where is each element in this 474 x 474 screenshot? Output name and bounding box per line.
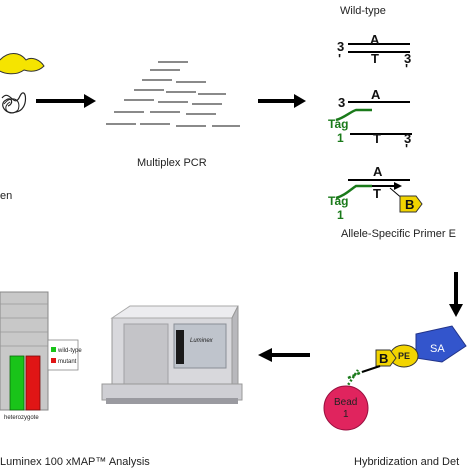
arrow-head-icon — [294, 94, 306, 108]
hybridization-label: Hybridization and Det — [354, 456, 459, 468]
arrow-head-icon — [258, 348, 272, 362]
svg-text:wild-type: wild-type — [57, 348, 82, 354]
svg-text:A: A — [373, 164, 383, 179]
svg-text:B: B — [405, 197, 414, 212]
bead-icon — [323, 385, 369, 431]
multiplex-pcr-label: Multiplex PCR — [137, 157, 207, 169]
svg-text:Tag: Tag — [328, 194, 348, 208]
arrow-head-icon — [449, 304, 463, 317]
svg-text:T: T — [371, 51, 379, 66]
biotin-icon — [399, 195, 423, 213]
svg-text:T: T — [373, 131, 381, 146]
svg-text:3: 3 — [338, 95, 345, 110]
luminex-instrument-icon: Luminex — [101, 305, 243, 404]
svg-text:1: 1 — [337, 208, 344, 222]
svg-text:': ' — [405, 61, 408, 76]
svg-text:A: A — [370, 32, 380, 47]
svg-text:SA: SA — [430, 343, 445, 355]
pcr-fragments — [106, 61, 240, 127]
svg-text:A: A — [371, 87, 381, 102]
svg-text:3: 3 — [337, 39, 344, 54]
svg-text:': ' — [338, 51, 341, 66]
allele-specific-label: Allele-Specific Primer E — [341, 228, 456, 240]
specimen-icon — [0, 53, 45, 114]
svg-text:mutant: mutant — [58, 359, 77, 365]
svg-text:Tag: Tag — [328, 117, 348, 131]
bar-wild-type — [9, 355, 25, 411]
specimen-label: en — [0, 190, 12, 202]
chart-legend — [47, 339, 79, 371]
hybridization-complex: SA PE B Bead 1 — [323, 325, 467, 431]
luminex-label: Luminex 100 xMAP™ Analysis — [0, 456, 150, 468]
svg-text:T: T — [373, 186, 381, 201]
svg-text:Bead: Bead — [334, 397, 357, 408]
biotin-icon — [375, 349, 397, 367]
svg-text:1: 1 — [337, 131, 344, 145]
svg-text:PE: PE — [398, 351, 410, 361]
wild-type-label: Wild-type — [340, 5, 386, 17]
tag-primer-annealing: 3 A Tag 1 T 3 ' — [328, 87, 412, 156]
wild-type-duplex: 3 ' A T 3 ' — [337, 32, 411, 76]
result-bar-chart: wild-type mutant heterozygote — [0, 291, 82, 421]
svg-text:': ' — [405, 141, 408, 156]
svg-text:3: 3 — [404, 131, 411, 146]
svg-text:3: 3 — [404, 51, 411, 66]
bar-mutant — [25, 355, 41, 411]
svg-text:Luminex: Luminex — [190, 338, 214, 344]
allele-specific-extension: A T Tag 1 B — [328, 164, 423, 222]
arrow-head-icon — [84, 94, 96, 108]
svg-text:B: B — [379, 351, 388, 366]
svg-text:1: 1 — [343, 409, 349, 420]
chart-axis-label: heterozygote — [4, 415, 39, 421]
